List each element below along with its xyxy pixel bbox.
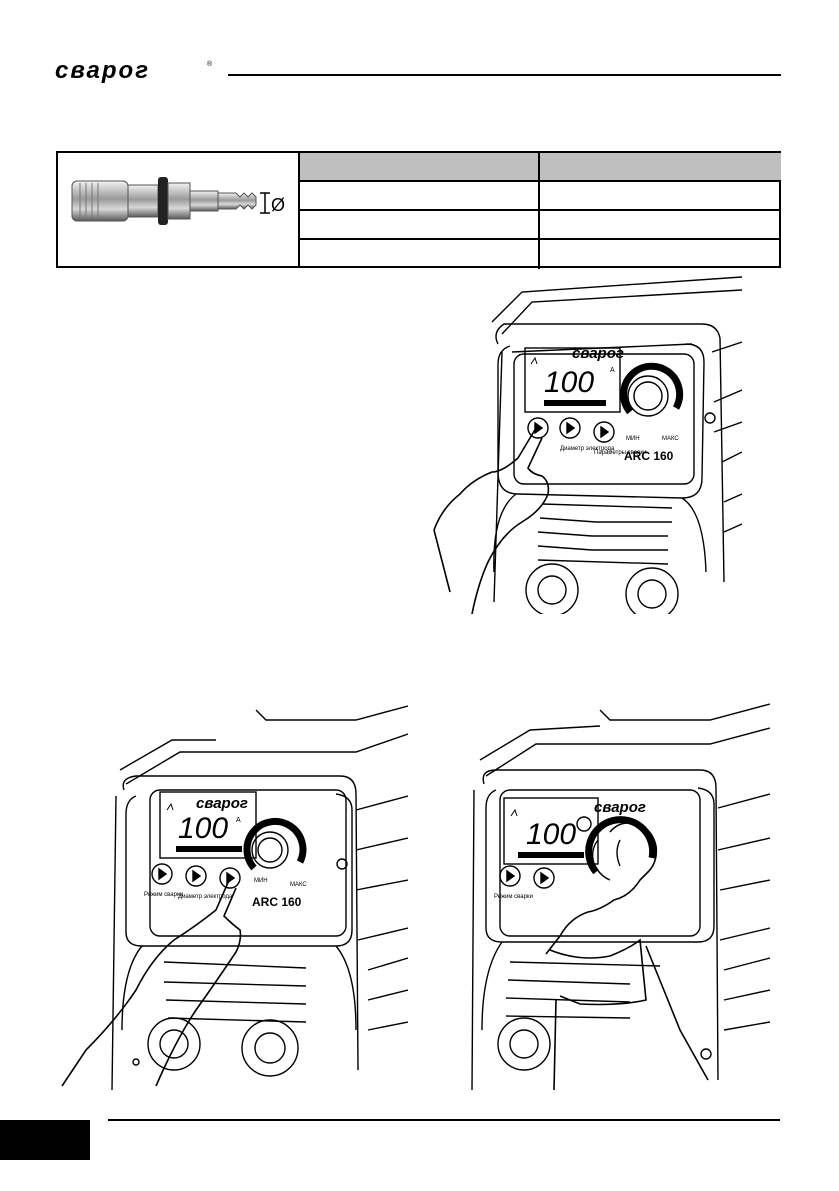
brand-logo: сварог ® [55, 57, 213, 84]
knob-scale-arc [585, 816, 657, 875]
quick-connector-illustration: Ø [71, 177, 285, 225]
knob-min-label: МИН [254, 878, 268, 884]
panel-brand: сварог [594, 799, 646, 816]
params-button-label: Параметры сварки [594, 450, 646, 456]
mode-button [527, 417, 549, 439]
knob-min-label: МИН [626, 436, 640, 442]
display-value: 100 [178, 812, 228, 845]
hand-outline [433, 427, 537, 531]
registered-mark: ® [207, 60, 213, 68]
knob-scale-arc [620, 362, 684, 415]
table-cell [540, 240, 781, 269]
display-value: 100 [544, 366, 594, 399]
hand-outline [61, 877, 231, 1087]
panel-brand: сварог [572, 345, 624, 362]
rotate-indicator-icon [576, 816, 592, 832]
hex-nut [167, 182, 191, 220]
diameter-button-label: Диаметр электрода [178, 894, 233, 900]
figure-press-params-button: сварог 100 А Режим сварки Диаметр электр… [56, 700, 408, 1090]
table-row [300, 211, 781, 240]
knob-scale-arc [243, 817, 307, 871]
footer-rule [108, 1119, 780, 1121]
level-bar [176, 846, 242, 852]
table-header-cell [300, 153, 540, 180]
diameter-button-label: Диаметр электрода [560, 446, 615, 452]
page-number-tab [0, 1120, 90, 1160]
params-button [219, 867, 241, 889]
diameter-button [533, 867, 555, 889]
diameter-symbol: Ø [271, 195, 285, 215]
display-unit: А [610, 367, 615, 374]
level-bar [518, 852, 584, 858]
panel-brand: сварог [196, 795, 248, 812]
page-number [0, 1132, 30, 1148]
mode-button-label: Режим сварки [494, 894, 533, 900]
brand-logo-text: сварог [55, 57, 150, 84]
table-row [300, 182, 781, 211]
figure-turn-knob: сварог 100 Режим сварки [470, 700, 770, 1090]
table-cell [540, 182, 781, 209]
hose-barb [217, 192, 257, 210]
knob-max-label: МАКС [662, 436, 679, 442]
sleeve-cuff [549, 938, 647, 1006]
model-label: ARC 160 [252, 895, 302, 909]
knob-max-label: МАКС [290, 882, 307, 888]
spec-table: Ø [56, 151, 781, 269]
control-panel [149, 789, 347, 937]
o-ring [158, 177, 168, 225]
table-row [300, 240, 781, 269]
header-rule [228, 74, 781, 76]
table-header-cell [540, 153, 781, 180]
level-bar [544, 400, 606, 406]
table-cell [300, 211, 540, 238]
params-button [593, 421, 615, 443]
table-cell [540, 211, 781, 238]
diameter-button [559, 417, 581, 439]
mode-button-label: Режим сварки [144, 892, 183, 898]
hand-outline [545, 822, 658, 955]
table-header-row [300, 153, 781, 182]
control-panel [499, 789, 701, 937]
diameter-button [185, 865, 207, 887]
model-label: ARC 160 [624, 449, 674, 463]
display-unit: А [236, 817, 241, 824]
table-cell [300, 182, 540, 209]
lcd-display [524, 347, 621, 413]
mode-button [499, 865, 521, 887]
table-cell [300, 240, 540, 269]
mode-button [151, 863, 173, 885]
quick-connector-image-cell: Ø [58, 153, 300, 266]
display-value: 100 [526, 818, 576, 851]
figure-press-mode-button: сварог 100 А Диаметр электрода Параметры… [432, 272, 742, 614]
